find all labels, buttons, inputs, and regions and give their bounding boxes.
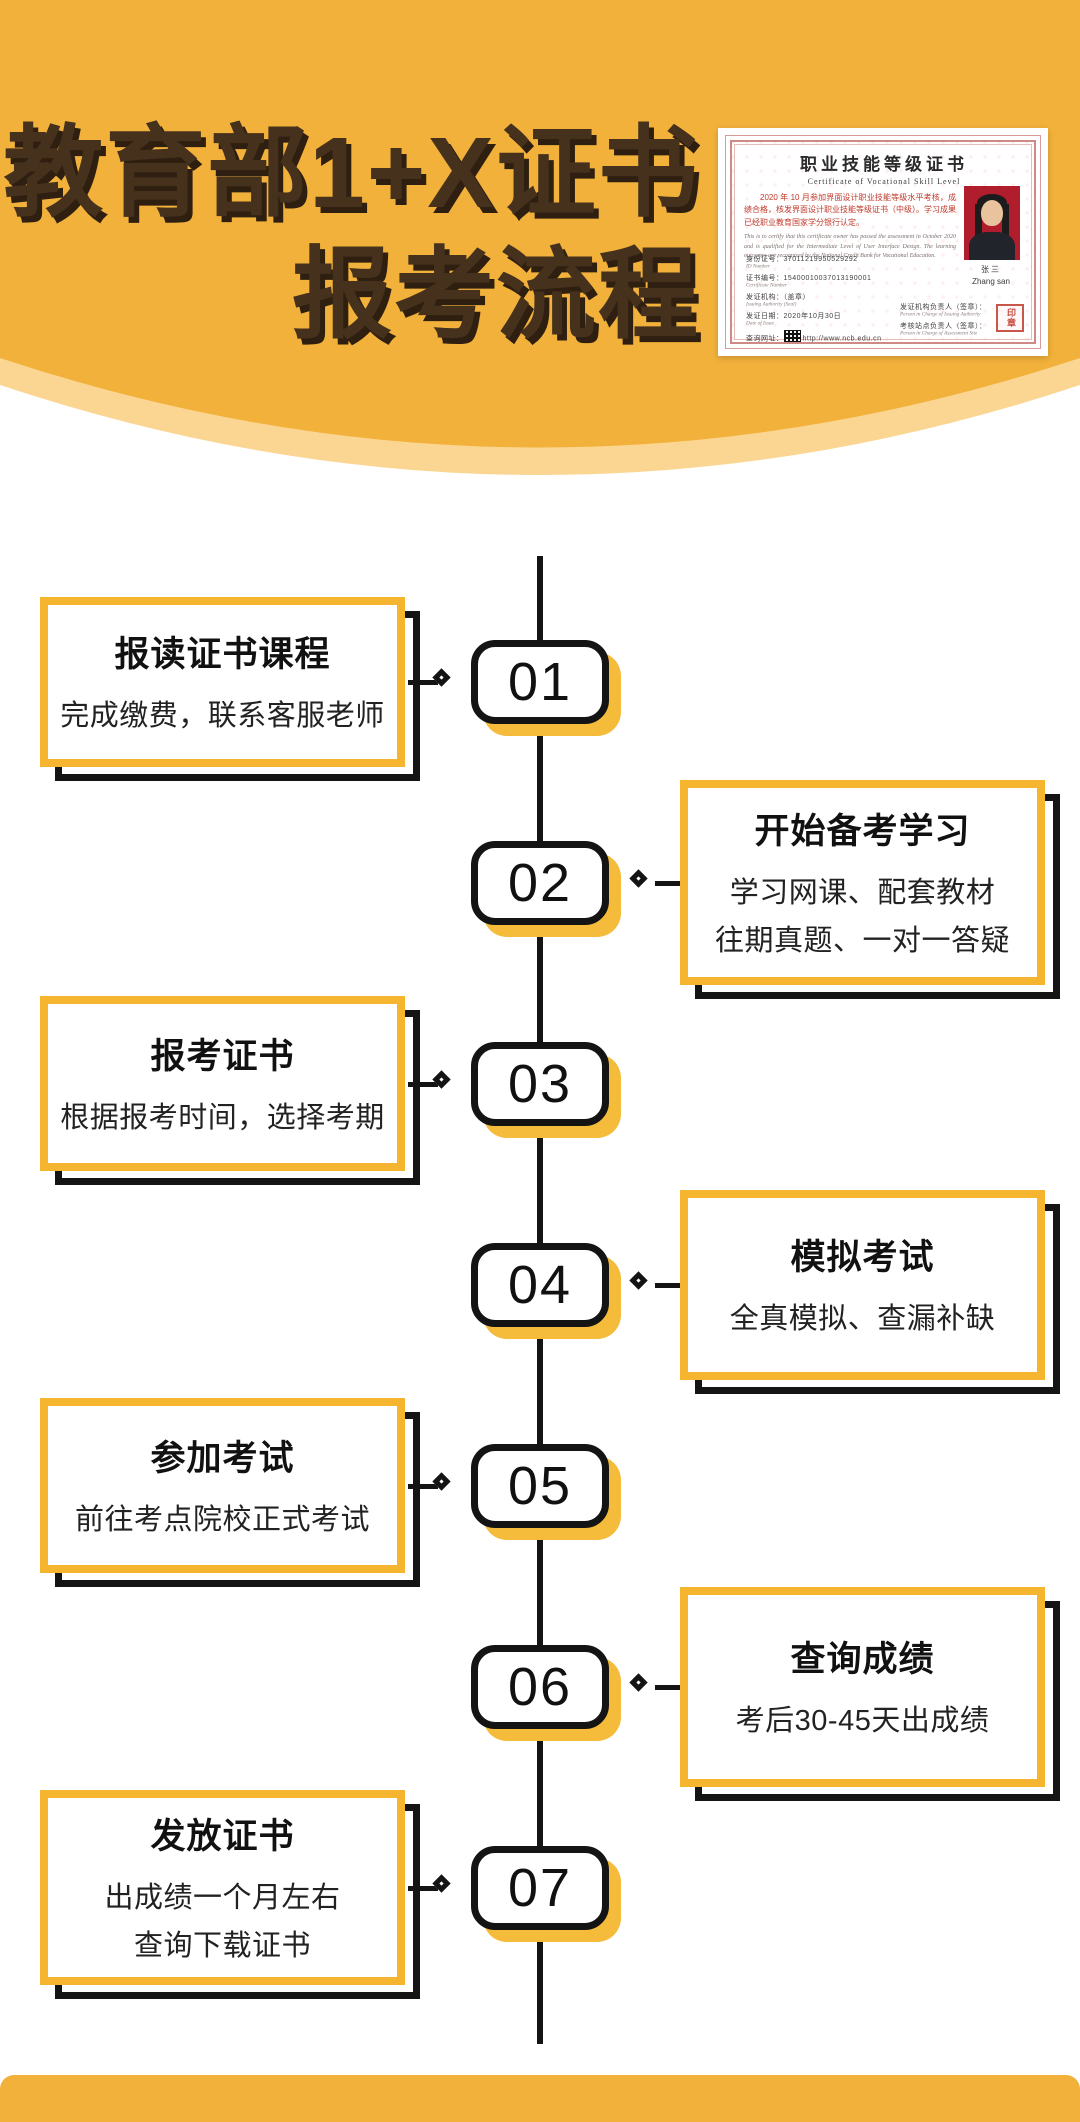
connector-line-2	[655, 881, 680, 886]
connector-line-5	[408, 1484, 438, 1489]
step-badge-4: 04	[471, 1243, 609, 1327]
step-desc: 根据报考时间，选择考期	[60, 1101, 385, 1134]
field-label-en: Date of Issue	[746, 321, 774, 327]
step-desc: 前往考点院校正式考试	[74, 1503, 370, 1536]
holder-name-chinese: 张三	[981, 265, 1001, 274]
certificate-body-english: This is to certify that this certificate…	[744, 234, 956, 260]
step-desc: 全真模拟、查漏补缺	[729, 1303, 996, 1336]
qr-code-icon	[783, 330, 801, 342]
certificate-id-photo	[964, 186, 1020, 260]
page-title-line1: 教育部1+X证书	[3, 117, 700, 229]
certificate-signature-fields: 发证机构负责人（签章）： Person in Charge of Issuing…	[900, 302, 1034, 340]
step-title: 查询成绩	[790, 1640, 935, 1680]
connector-diamond-icon-4	[629, 1271, 648, 1290]
step-number: 04	[471, 1243, 609, 1327]
step-card-face: 报考证书 根据报考时间，选择考期	[40, 996, 405, 1171]
step-title: 报读证书课程	[114, 635, 331, 675]
cert-field-issuer-signature: 发证机构负责人（签章）： Person in Charge of Issuing…	[900, 302, 1034, 318]
step-title: 开始备考学习	[754, 811, 971, 851]
step-number: 06	[471, 1645, 609, 1729]
connector-diamond-icon-2	[629, 869, 648, 888]
step-title: 参加考试	[150, 1438, 295, 1478]
step-desc: 往期真题、一对一答疑	[714, 925, 1010, 957]
connector-line-1	[408, 680, 438, 685]
footer-bar	[0, 2075, 1080, 2122]
field-label-en: ID Number	[746, 264, 770, 270]
step-card-face: 发放证书 出成绩一个月左右 查询下载证书	[40, 1790, 405, 1985]
step-desc: 学习网课、配套教材	[729, 876, 996, 909]
certificate-ornamental-frame: 职业技能等级证书 Certificate of Vocational Skill…	[725, 135, 1041, 349]
red-seal-stamp: 印章	[996, 304, 1024, 332]
step-badge-1: 01	[471, 640, 609, 724]
step-desc: 考后30-45天出成绩	[735, 1705, 990, 1738]
field-label-cn: 考核站点负责人（签章）：	[900, 323, 987, 330]
field-label-en: Certificate Number	[746, 283, 787, 289]
step-card-face: 查询成绩 考后30-45天出成绩	[680, 1587, 1045, 1787]
step-card-6: 查询成绩 考后30-45天出成绩	[680, 1587, 1060, 1801]
step-card-1: 报读证书课程 完成缴费，联系客服老师	[40, 597, 420, 781]
step-card-face: 开始备考学习 学习网课、配套教材 往期真题、一对一答疑	[680, 780, 1045, 985]
connector-diamond-icon-6	[629, 1673, 648, 1692]
page-title: 教育部1+X证书 报考流程	[3, 112, 700, 356]
step-card-2: 开始备考学习 学习网课、配套教材 往期真题、一对一答疑	[680, 780, 1060, 999]
field-label-en: Issuing Authority (Seal)	[746, 302, 797, 308]
connector-line-3	[408, 1082, 438, 1087]
step-title: 发放证书	[150, 1816, 295, 1856]
step-number: 07	[471, 1846, 609, 1930]
field-label-en: Person in Charge of Issuing Authority	[900, 312, 981, 318]
step-number: 02	[471, 841, 609, 925]
verify-label: 查询网址：	[746, 335, 784, 343]
page-title-line2: 报考流程	[292, 239, 700, 351]
verify-url: http://www.ncb.edu.cn	[802, 335, 882, 343]
connector-line-4	[655, 1283, 680, 1288]
step-badge-3: 03	[471, 1042, 609, 1126]
field-label-cn: 发证机构：（盖章）	[746, 294, 810, 301]
holder-name-english: Zhang san	[972, 277, 1010, 286]
field-label-cn: 发证日期：2020年10月30日	[746, 313, 842, 320]
cert-field-assessment-site-signature: 考核站点负责人（签章）： Person in Charge of Assessm…	[900, 321, 1034, 337]
step-card-4: 模拟考试 全真模拟、查漏补缺	[680, 1190, 1060, 1394]
certificate-holder-name: 张三 Zhang san	[956, 264, 1026, 286]
step-card-face: 模拟考试 全真模拟、查漏补缺	[680, 1190, 1045, 1380]
field-label-cn: 身份证号：37011219950529292	[746, 256, 858, 263]
step-desc: 查询下载证书	[133, 1930, 311, 1962]
step-desc: 出成绩一个月左右	[104, 1881, 341, 1914]
step-badge-2: 02	[471, 841, 609, 925]
field-label-en: Person in Charge of Assessment Site	[900, 331, 978, 337]
certificate-image: 职业技能等级证书 Certificate of Vocational Skill…	[718, 128, 1048, 356]
certificate-body-chinese: 2020 年 10 月参加界面设计职业技能等级水平考核，成绩合格，核发界面设计职…	[744, 193, 956, 227]
field-label-cn: 查询网址： http://www.ncb.edu.cn	[746, 330, 896, 343]
cert-field-id-number: 身份证号：37011219950529292 ID Number	[746, 254, 896, 270]
step-number: 01	[471, 640, 609, 724]
certificate-inner-frame: 职业技能等级证书 Certificate of Vocational Skill…	[730, 140, 1036, 344]
step-card-5: 参加考试 前往考点院校正式考试	[40, 1398, 420, 1587]
step-card-7: 发放证书 出成绩一个月左右 查询下载证书	[40, 1790, 420, 1999]
person-face	[981, 200, 1003, 226]
step-number: 05	[471, 1444, 609, 1528]
step-card-face: 报读证书课程 完成缴费，联系客服老师	[40, 597, 405, 767]
field-label-cn: 证书编号：15400010037013190001	[746, 275, 872, 282]
cert-field-verification-website: 查询网址：http://www.ncb.edu.cn Website of Ve…	[746, 330, 896, 343]
field-label-cn: 发证机构负责人（签章）：	[900, 304, 987, 311]
step-badge-6: 06	[471, 1645, 609, 1729]
cert-field-cert-number: 证书编号：15400010037013190001 Certificate Nu…	[746, 273, 896, 289]
step-badge-7: 07	[471, 1846, 609, 1930]
step-number: 03	[471, 1042, 609, 1126]
cert-field-date-of-issue: 发证日期：2020年10月30日 Date of Issue	[746, 311, 896, 327]
certificate-subtitle: Certificate of Vocational Skill Level	[807, 177, 961, 186]
connector-line-7	[408, 1886, 438, 1891]
step-card-face: 参加考试 前往考点院校正式考试	[40, 1398, 405, 1573]
certificate-title: 职业技能等级证书	[800, 155, 968, 174]
person-suit	[969, 232, 1015, 260]
step-title: 报考证书	[150, 1036, 295, 1076]
step-title: 模拟考试	[790, 1238, 935, 1278]
certificate-field-list: 身份证号：37011219950529292 ID Number 证书编号：15…	[746, 254, 896, 343]
connector-line-6	[655, 1685, 680, 1690]
cert-field-issuing-authority: 发证机构：（盖章） Issuing Authority (Seal)	[746, 292, 896, 308]
step-desc: 完成缴费，联系客服老师	[60, 700, 385, 733]
step-card-3: 报考证书 根据报考时间，选择考期	[40, 996, 420, 1185]
step-badge-5: 05	[471, 1444, 609, 1528]
